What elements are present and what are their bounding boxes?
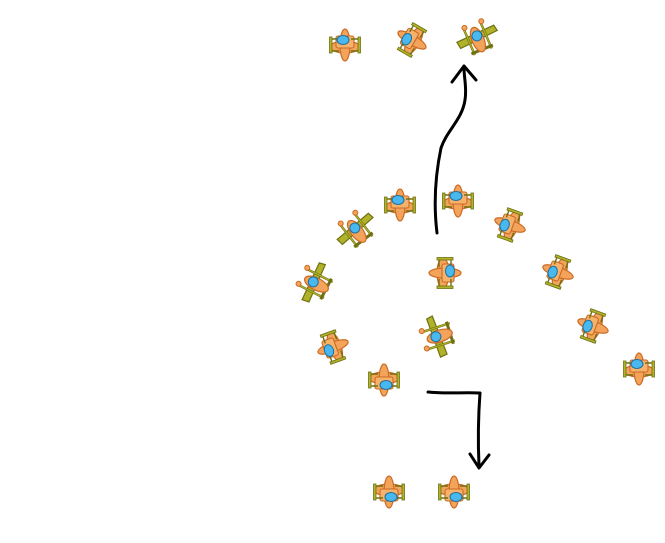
orange-biplane-icon [372, 475, 406, 509]
orange-biplane-icon [571, 305, 615, 347]
orange-biplane-icon [389, 17, 435, 63]
orange-biplane-icon [328, 28, 362, 62]
circle-formation [287, 184, 656, 397]
orange-biplane-icon [536, 251, 580, 293]
orange-biplane-icon [488, 204, 532, 246]
green-twin-boom-plane-icon [287, 254, 342, 311]
orange-biplane-icon [622, 352, 656, 386]
orange-biplane-icon [428, 256, 462, 290]
up-arrow [433, 64, 478, 235]
orange-biplane-icon [367, 363, 401, 397]
green-twin-boom-plane-icon [415, 311, 459, 362]
down-arrow [426, 390, 491, 470]
center-planes [415, 256, 462, 362]
green-twin-boom-plane-icon [451, 13, 504, 61]
orange-biplane-icon [441, 184, 475, 218]
orange-biplane-icon [437, 475, 471, 509]
bottom-row [372, 475, 471, 509]
orange-biplane-icon [311, 326, 355, 368]
green-twin-boom-plane-icon [327, 202, 384, 256]
top-row [328, 13, 504, 63]
orange-biplane-icon [383, 188, 417, 222]
